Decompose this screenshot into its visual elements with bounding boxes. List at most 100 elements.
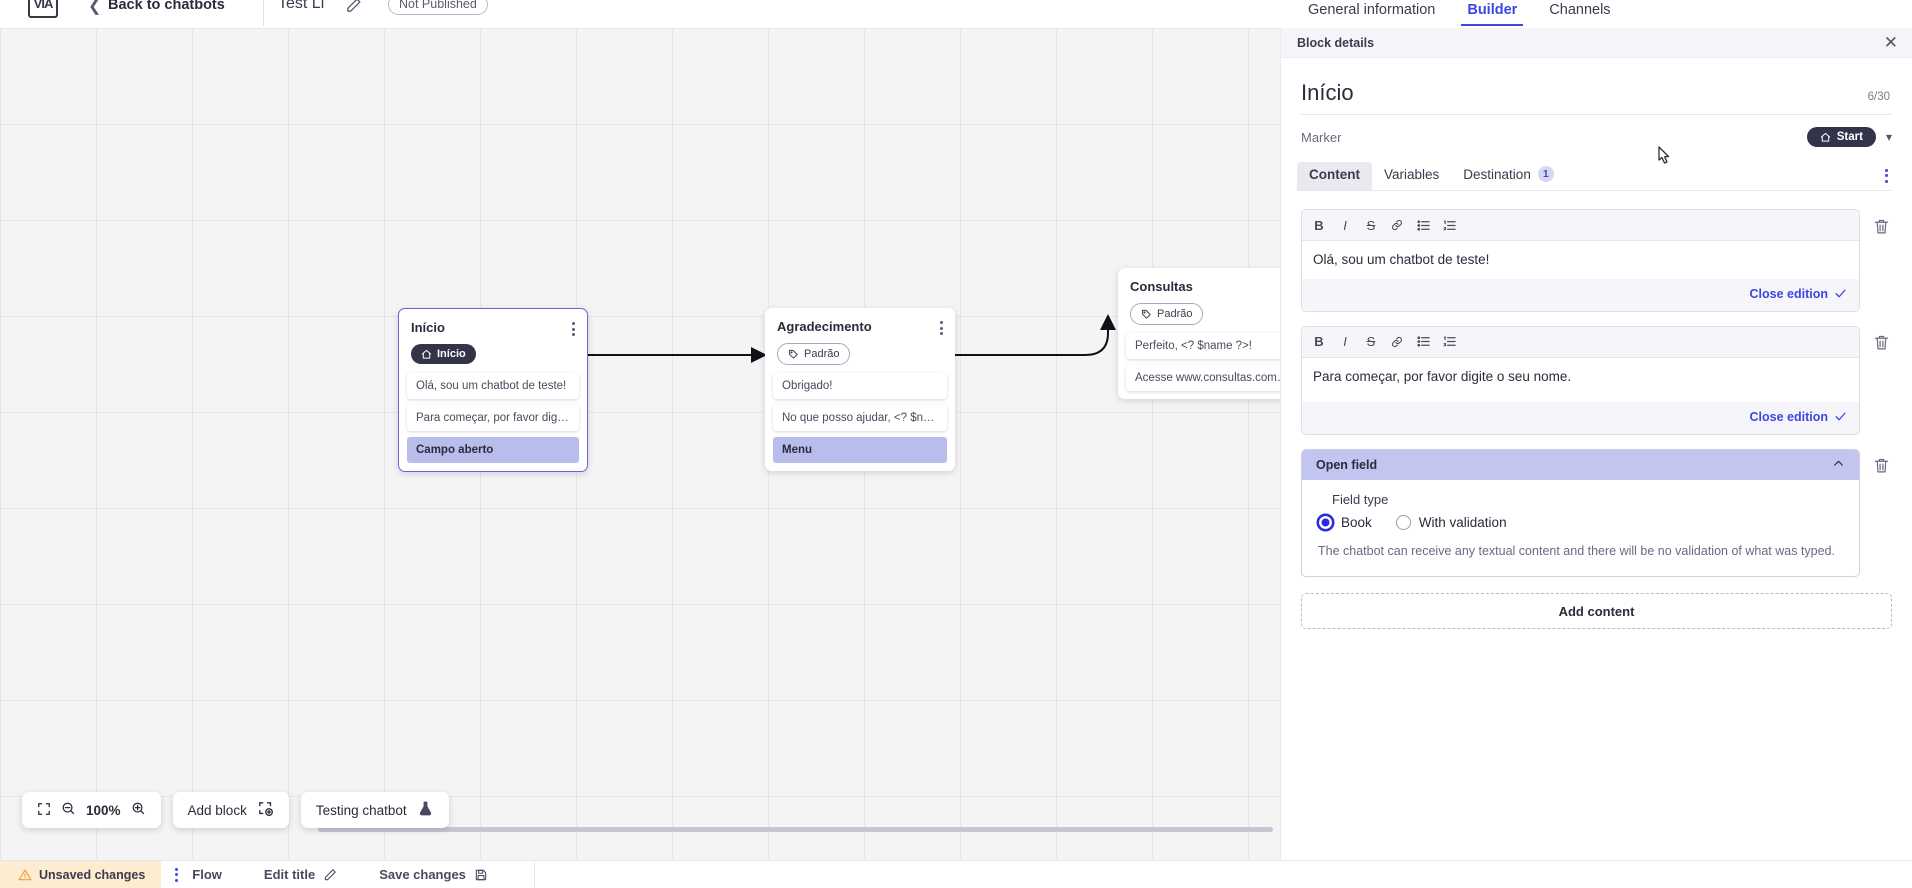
radio-indicator[interactable] <box>1318 514 1333 530</box>
tab-variables[interactable]: Variables <box>1372 162 1451 190</box>
trash-icon[interactable] <box>1870 215 1892 237</box>
content-block: B I S <box>1301 209 1892 312</box>
link-icon[interactable] <box>1384 331 1410 353</box>
node-item[interactable]: Campo aberto <box>407 436 579 463</box>
kebab-menu-icon[interactable] <box>572 320 575 336</box>
editor-toolbar: B I S <box>1302 210 1859 241</box>
bold-icon[interactable]: B <box>1314 334 1324 350</box>
strikethrough-icon[interactable]: S <box>1366 334 1376 350</box>
bold-icon[interactable]: B <box>1314 217 1324 233</box>
trash-icon[interactable] <box>1870 455 1892 477</box>
add-block-button[interactable]: Add block <box>172 792 289 828</box>
italic-icon[interactable]: I <box>1343 334 1347 350</box>
editor-footer: Close edition <box>1302 278 1859 311</box>
add-block-label: Add block <box>187 802 247 818</box>
node-title: Agradecimento <box>777 319 872 334</box>
field-type-radio-group: Book With validation <box>1318 514 1843 530</box>
add-block-icon <box>257 800 274 820</box>
edit-title-label: Edit title <box>263 867 316 882</box>
flask-icon <box>417 800 434 820</box>
radio-indicator[interactable] <box>1395 514 1411 530</box>
node-item[interactable]: No que posso ajudar, <? $name ... <box>773 405 947 431</box>
canvas-toolbar: 100% Add block Testing chatbot <box>22 792 449 828</box>
kebab-menu-icon[interactable] <box>175 867 179 882</box>
pencil-icon <box>324 868 336 880</box>
panel-body: B I S <box>1281 191 1912 578</box>
destination-count-badge: 1 <box>1537 166 1554 182</box>
zoom-out-icon[interactable] <box>61 801 76 819</box>
save-changes-button[interactable]: Save changes <box>379 867 488 882</box>
flow-node-inicio[interactable]: Início Início Olá, sou um chatbot de tes… <box>398 308 588 472</box>
testing-chatbot-button[interactable]: Testing chatbot <box>300 792 449 828</box>
tab-general-information[interactable]: General information <box>1308 2 1436 18</box>
chevron-up-icon[interactable] <box>1832 457 1845 473</box>
trash-icon[interactable] <box>1870 332 1892 354</box>
edit-title-button[interactable]: Edit title <box>264 867 337 882</box>
numbered-list-icon[interactable] <box>1436 214 1462 236</box>
block-details-panel: Block details ✕ Início 6/30 Marker Start… <box>1280 28 1912 888</box>
rich-text-editor[interactable]: B I S <box>1301 325 1860 435</box>
node-item[interactable]: Menu <box>773 437 947 463</box>
home-icon <box>421 349 432 359</box>
link-icon[interactable] <box>1384 214 1410 236</box>
open-field-title: Open field <box>1316 457 1378 472</box>
tab-destination[interactable]: Destination 1 <box>1451 161 1566 190</box>
check-icon <box>1835 289 1846 298</box>
top-tabs: General information Builder Channels <box>1280 0 1912 28</box>
tab-builder[interactable]: Builder <box>1451 2 1533 26</box>
radio-label: Book <box>1341 514 1372 530</box>
header-divider <box>263 0 264 26</box>
canvas-horizontal-scrollbar[interactable] <box>0 826 1562 833</box>
back-to-chatbots-link[interactable]: Back to chatbots <box>108 0 225 13</box>
close-icon[interactable]: ✕ <box>1883 33 1898 52</box>
marker-select-button[interactable]: Start <box>1806 127 1876 147</box>
open-field-header[interactable]: Open field <box>1302 449 1859 480</box>
zoom-controls[interactable]: 100% <box>22 792 161 828</box>
radio-option-with-validation[interactable]: With validation <box>1395 514 1507 530</box>
node-item[interactable]: Acesse www.consultas.com par... <box>1126 365 1300 391</box>
numbered-list-icon[interactable] <box>1436 331 1462 353</box>
flow-node-agradecimento[interactable]: Agradecimento Padrão Obrigado! No que po… <box>765 308 955 471</box>
node-item[interactable]: Obrigado! <box>773 373 947 399</box>
tab-destination-label: Destination <box>1463 166 1531 182</box>
bullet-list-icon[interactable] <box>1410 331 1436 353</box>
char-counter: 6/30 <box>1867 91 1890 103</box>
pencil-icon[interactable] <box>345 0 362 19</box>
italic-icon[interactable]: I <box>1343 217 1347 233</box>
tab-content[interactable]: Content <box>1297 161 1372 190</box>
flow-node-consultas[interactable]: Consultas Padrão Perfeito, <? $name ?>! … <box>1118 268 1308 399</box>
marker-value: Start <box>1836 131 1863 143</box>
tab-content-label: Content <box>1309 166 1360 182</box>
strikethrough-icon[interactable]: S <box>1366 217 1376 233</box>
flow-button[interactable]: Flow <box>192 867 222 882</box>
scrollbar-thumb[interactable] <box>318 827 1273 832</box>
node-item[interactable]: Para começar, por favor digite o ... <box>407 404 579 431</box>
node-item[interactable]: Perfeito, <? $name ?>! <box>1126 333 1300 359</box>
chevron-down-icon[interactable]: ▾ <box>1885 130 1892 144</box>
rich-text-editor[interactable]: B I S <box>1301 209 1860 312</box>
node-header: Agradecimento <box>765 308 955 337</box>
add-content-button[interactable]: Add content <box>1301 593 1892 630</box>
kebab-menu-icon[interactable] <box>1885 168 1888 183</box>
bullet-list-icon[interactable] <box>1410 214 1436 236</box>
marker-row: Marker Start ▾ <box>1281 115 1912 147</box>
close-edition-button[interactable]: Close edition <box>1750 287 1847 301</box>
chevron-left-icon[interactable]: ❮ <box>88 0 102 15</box>
node-item[interactable]: Olá, sou um chatbot de teste! <box>407 372 579 399</box>
close-edition-button[interactable]: Close edition <box>1750 410 1847 424</box>
editor-text-value[interactable]: Olá, sou um chatbot de teste! <box>1302 241 1859 279</box>
editor-text-value[interactable]: Para começar, por favor digite o seu nom… <box>1302 357 1859 402</box>
node-title: Início <box>411 320 445 335</box>
kebab-menu-icon[interactable] <box>940 319 943 335</box>
node-body: Obrigado! No que posso ajudar, <? $name … <box>765 365 955 463</box>
radio-option-book[interactable]: Book <box>1318 514 1372 530</box>
app-logo-icon[interactable]: VIA <box>28 0 58 18</box>
tab-channels[interactable]: Channels <box>1549 2 1611 18</box>
unsaved-changes-label: Unsaved changes <box>39 867 146 882</box>
tag-icon <box>788 349 798 359</box>
save-disk-icon <box>475 869 487 880</box>
node-marker-label: Padrão <box>1157 308 1193 320</box>
zoom-in-icon[interactable] <box>131 801 146 819</box>
fit-screen-icon[interactable] <box>37 802 51 819</box>
close-edition-label: Close edition <box>1749 286 1828 301</box>
